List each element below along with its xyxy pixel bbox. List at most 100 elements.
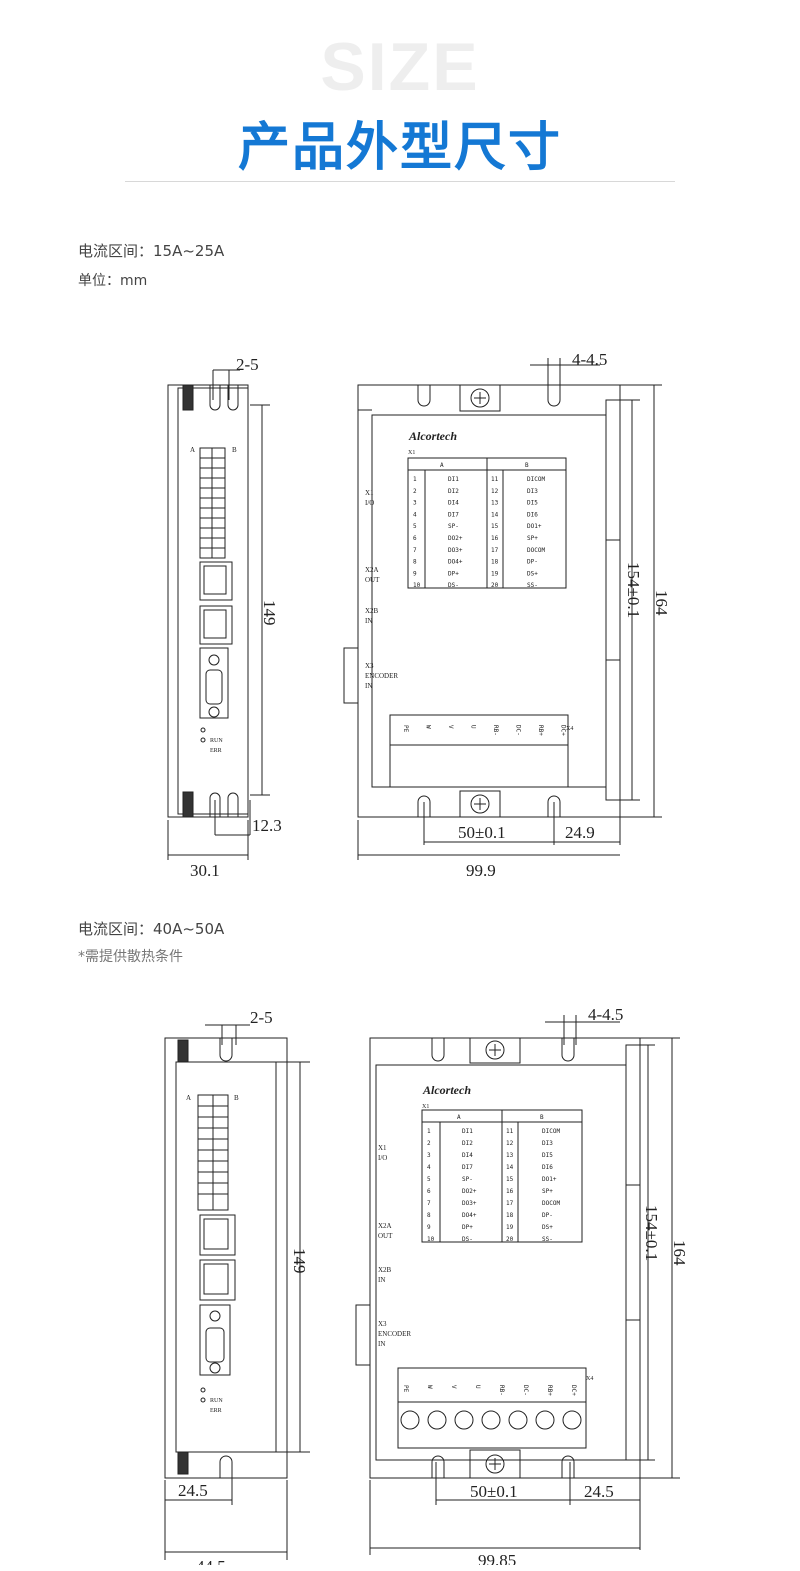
dim-width-side-2: 44.5	[196, 1557, 226, 1565]
pin-cell: 20	[491, 582, 499, 589]
side-label-b-1: B	[232, 446, 237, 454]
dim-outer-height-2: 164	[670, 1240, 689, 1266]
port-x3-1: X3	[365, 662, 374, 670]
pin-cell: 1	[427, 1128, 431, 1135]
terminal-label: RB-	[492, 725, 499, 736]
port-x3-sub2-2: IN	[378, 1340, 385, 1348]
pin-cell: 8	[427, 1212, 431, 1219]
pin-cell: DOCOM	[527, 547, 545, 554]
pin-cell: 12	[491, 488, 499, 495]
pin-cell: DI5	[542, 1152, 553, 1159]
pin-cell: 15	[491, 523, 499, 530]
port-x1-sub-2: I/O	[378, 1154, 387, 1162]
drawing-1: A B 1DI111DICOM2DI212DI33DI413DI54DI714D…	[167, 350, 671, 880]
dim-inner-height-2: 154±0.1	[642, 1205, 661, 1261]
pin-cell: SP+	[542, 1188, 553, 1195]
pin-cell: DO4+	[462, 1212, 477, 1219]
pin-cell: DP-	[542, 1212, 553, 1219]
pin-cell: 8	[413, 559, 417, 566]
pin-cell: DO2+	[448, 535, 463, 542]
led-run-2: RUN	[210, 1398, 223, 1404]
pin-cell: 19	[491, 570, 499, 577]
pin-cell: 19	[506, 1224, 514, 1231]
pin-cell: 10	[413, 582, 421, 589]
port-x1-sub-1: I/O	[365, 499, 374, 507]
pin-cell: 12	[506, 1140, 514, 1147]
terminal-label: DC+	[570, 1385, 577, 1396]
pin-cell: 18	[491, 559, 499, 566]
pin-cell: SP+	[527, 535, 538, 542]
pin-cell: 16	[506, 1188, 514, 1195]
pin-cell: 18	[506, 1212, 514, 1219]
brand-logo-1: Alcortech	[408, 429, 457, 443]
led-run-1: RUN	[210, 738, 223, 744]
pin-cell: 16	[491, 535, 499, 542]
pin-cell: DI4	[462, 1152, 473, 1159]
pin-cell: DS+	[542, 1224, 553, 1231]
pin-cell: 5	[427, 1176, 431, 1183]
dim-width-front-2: 99.85	[478, 1551, 516, 1565]
side-label-b-2: B	[234, 1094, 239, 1102]
pin-cell: DI6	[527, 511, 538, 518]
pin-cell: DICOM	[542, 1128, 560, 1135]
port-x2b-sub-2: IN	[378, 1276, 385, 1284]
pin-cell: SP-	[448, 523, 459, 530]
dim-height-side-2: 149	[290, 1248, 309, 1274]
pin-cell: DO1+	[542, 1176, 557, 1183]
port-x3-sub1-1: ENCODER	[365, 672, 398, 680]
col-a: A	[457, 1114, 461, 1121]
pin-cell: 17	[491, 547, 499, 554]
dim-hole-spacing-1: 50±0.1	[458, 823, 506, 842]
brand-logo-2: Alcortech	[422, 1083, 471, 1097]
pin-cell: 9	[427, 1224, 431, 1231]
pin-cell: DP+	[448, 570, 459, 577]
pin-cell: DICOM	[527, 476, 545, 483]
current-range-1: 电流区间：15A~25A	[78, 242, 225, 260]
pin-cell: 11	[491, 476, 499, 483]
terminal-label: RB+	[537, 725, 544, 736]
dim-edge-offset-2: 24.5	[584, 1482, 614, 1501]
dim-slot-front-2: 4-4.5	[588, 1005, 623, 1024]
pin-cell: DI4	[448, 500, 459, 507]
terminal-label: V	[447, 725, 454, 729]
pin-cell: 2	[427, 1140, 431, 1147]
col-b: B	[540, 1114, 544, 1121]
pin-cell: DI3	[542, 1140, 553, 1147]
terminal-label: DC-	[515, 725, 522, 736]
x1-table-label-1: X1	[408, 450, 415, 456]
port-x3-2: X3	[378, 1320, 387, 1328]
front-view-1	[343, 358, 662, 860]
port-x2b-2: X2B	[378, 1266, 392, 1274]
terminal-label: PE	[402, 1385, 409, 1393]
pin-cell: DO2+	[462, 1188, 477, 1195]
dim-slot-side-1: 2-5	[236, 355, 259, 374]
pin-cell: 17	[506, 1200, 514, 1207]
pin-cell: DI2	[462, 1140, 473, 1147]
page-title: 产品外型尺寸	[237, 118, 562, 178]
port-x3-sub2-1: IN	[365, 682, 372, 690]
pin-cell: 10	[427, 1236, 435, 1243]
pin-cell: DI1	[448, 476, 459, 483]
led-err-2: ERR	[210, 1408, 222, 1414]
port-x1-1: X1	[365, 489, 374, 497]
pin-cell: 14	[491, 511, 499, 518]
pin-cell: DI6	[542, 1164, 553, 1171]
port-x2a-sub-1: OUT	[365, 576, 380, 584]
pin-cell: DO1+	[527, 523, 542, 530]
dim-width-side-1: 30.1	[190, 861, 220, 880]
terminal-label: U	[470, 725, 477, 729]
pin-cell: DO4+	[448, 559, 463, 566]
port-x2a-2: X2A	[378, 1222, 392, 1230]
col-a: A	[440, 462, 444, 469]
dim-edge-offset-1: 24.9	[565, 823, 595, 842]
pin-cell: 20	[506, 1236, 514, 1243]
port-x1-2: X1	[378, 1144, 387, 1152]
pin-cell: DI7	[462, 1164, 473, 1171]
dim-outer-height-1: 164	[652, 590, 671, 616]
pin-cell: DS-	[448, 582, 459, 589]
